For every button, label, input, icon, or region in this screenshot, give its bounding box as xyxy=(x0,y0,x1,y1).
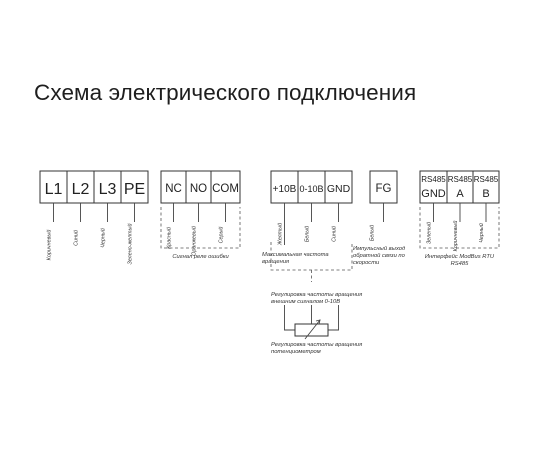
terminal-gnd xyxy=(324,170,353,204)
max-speed-caption: вращения xyxy=(262,259,289,265)
pot-resistor xyxy=(294,323,329,337)
wire-color-label: Серый xyxy=(218,227,225,244)
terminal-com xyxy=(210,170,241,204)
wire-color-label: Черный xyxy=(100,228,107,248)
group-caption: RS485 xyxy=(451,261,470,267)
rs485-terminal-block: RS485 GND RS485 A RS485 B Зеленый Коричн… xyxy=(419,170,500,267)
wire-color-label: Желтый xyxy=(277,223,284,246)
terminal-label: NO xyxy=(190,183,207,195)
wire-color-label: Зеленый xyxy=(426,222,433,244)
terminal-nc xyxy=(160,170,187,204)
wire-color-label: Коричневый xyxy=(46,230,53,261)
terminal-0-10v xyxy=(297,170,326,204)
terminal-rs485-a xyxy=(446,170,474,204)
group-bracket xyxy=(160,207,241,249)
wire-color-label: Синий xyxy=(73,230,80,246)
terminal-label: FG xyxy=(376,183,392,195)
pot-caption: Регулировка частоты вращения xyxy=(271,342,362,348)
wire-color-label: Коричневый xyxy=(452,221,459,252)
terminal-label: B xyxy=(482,188,489,200)
terminal-label-top: RS485 xyxy=(421,175,446,184)
terminal-l1 xyxy=(39,170,68,204)
terminal-label: NC xyxy=(165,183,182,195)
signal-caption: внешним сигналом 0-10В xyxy=(271,299,340,305)
fg-caption: Импульсный выход xyxy=(353,245,406,252)
terminal-label: +10В xyxy=(273,184,297,195)
terminal-l3 xyxy=(93,170,122,204)
terminal-no xyxy=(185,170,212,204)
terminal-label: A xyxy=(456,188,464,200)
pot-caption: потенциометром xyxy=(271,349,321,355)
group-caption: Интерфейс ModBus RTU xyxy=(425,253,495,260)
group-bracket xyxy=(419,207,500,249)
wire-color-label: Красный xyxy=(166,227,173,249)
wire-color-label: Белый xyxy=(369,225,376,241)
terminal-rs485-gnd xyxy=(419,170,448,204)
wire-color-label: Синий xyxy=(331,226,338,242)
page-title: Схема электрического подключения xyxy=(34,80,417,105)
wire-color-label: Зелено-желтый xyxy=(127,224,134,265)
terminal-l2 xyxy=(66,170,95,204)
potentiometer xyxy=(284,305,339,340)
fg-terminal-block: FG Белый Импульсный выход обратной связи… xyxy=(353,170,406,266)
wire-color-label: Черный xyxy=(478,223,485,243)
relay-terminal-block: NC NO COM Красный Оранжевый Серый Сигнал… xyxy=(160,170,241,260)
terminal-label: 0-10В xyxy=(299,184,323,194)
group-caption: Сигнал реле ошибки xyxy=(172,254,229,260)
fg-caption: обратной связи по xyxy=(353,252,406,259)
terminal-fg xyxy=(369,170,398,204)
terminal-label-top: RS485 xyxy=(474,175,499,184)
terminal-label: GND xyxy=(421,188,446,200)
terminal-label: L3 xyxy=(99,181,117,198)
power-terminal-block: L1 L2 L3 PE Коричневый Синий Черный Зеле… xyxy=(39,170,149,265)
pot-wire-left xyxy=(284,305,295,331)
signal-caption: Регулировка частоты вращения xyxy=(271,292,362,298)
wire-color-label: Белый xyxy=(304,226,311,242)
terminal-label: PE xyxy=(124,181,145,198)
terminal-label: COM xyxy=(212,183,239,195)
terminal-label: L2 xyxy=(72,181,90,198)
pot-arrow xyxy=(304,319,321,340)
fg-caption: скорости xyxy=(353,260,380,266)
terminal-label: GND xyxy=(327,183,351,195)
pot-arrowhead xyxy=(315,319,321,325)
pot-wire-right xyxy=(328,305,339,331)
max-speed-caption: Максимальная частота xyxy=(262,252,329,258)
speed-terminal-block: +10В 0-10В GND Желтый Белый Синий Максим… xyxy=(262,170,362,355)
terminal-label-top: RS485 xyxy=(448,175,473,184)
terminal-label: L1 xyxy=(45,181,63,198)
wire-color-label: Оранжевый xyxy=(191,226,198,256)
